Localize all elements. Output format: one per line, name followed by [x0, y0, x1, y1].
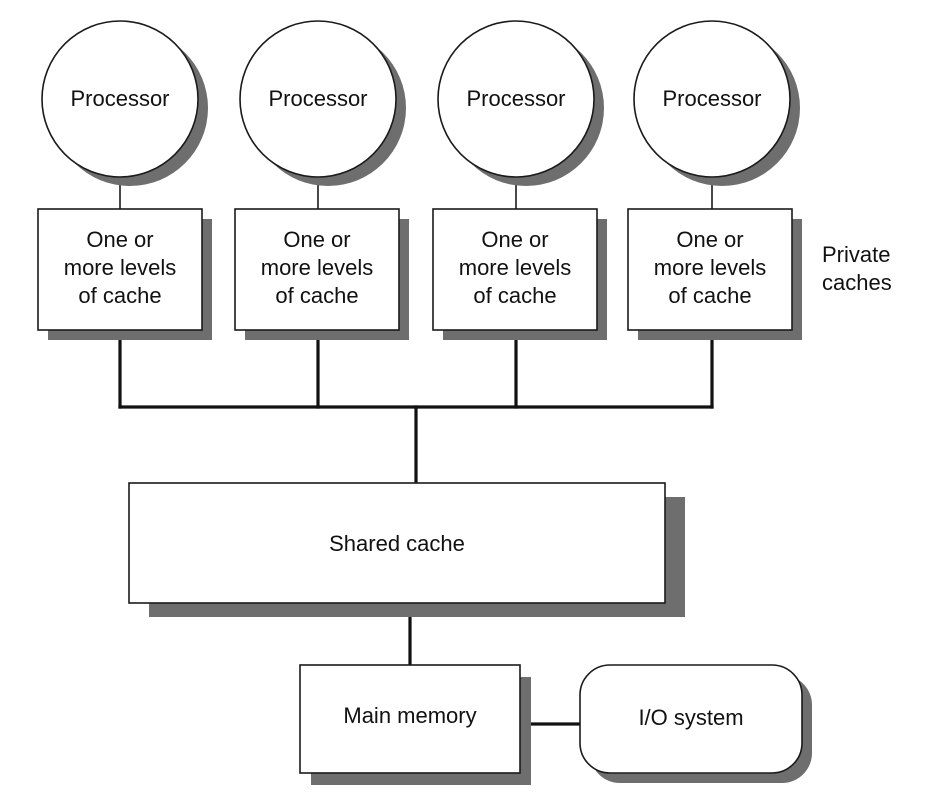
private-cache-4-line-2: more levels: [654, 255, 766, 280]
shared-cache: Shared cache: [128, 482, 685, 617]
main-memory-box: [299, 664, 521, 774]
private-cache-1-line-1: One or: [86, 227, 153, 252]
io-system-box: [579, 664, 803, 774]
interconnect-bus: [118, 328, 714, 485]
main-memory-label: Main memory: [343, 703, 476, 728]
shared-cache-label: Shared cache: [329, 531, 465, 556]
private-cache-3-line-3: of cache: [473, 283, 556, 308]
processor-4: Processor: [633, 20, 800, 186]
processor-2: Processor: [239, 20, 406, 186]
private-caches-label-line-2: caches: [822, 270, 892, 295]
private-cache-1-box: [37, 208, 203, 331]
private-caches-label: Private caches: [822, 242, 892, 295]
private-cache-3-box: [432, 208, 598, 331]
private-cache-3-line-1: One or: [481, 227, 548, 252]
private-cache-4-line-1: One or: [676, 227, 743, 252]
private-cache-3-line-2: more levels: [459, 255, 571, 280]
processor-3-circle: [437, 20, 595, 178]
private-cache-4-box: [627, 208, 793, 331]
processor-2-circle: [239, 20, 397, 178]
io-system-label: I/O system: [638, 705, 743, 730]
private-cache-2-box: [234, 208, 400, 331]
private-cache-1: One or more levels of cache: [37, 208, 212, 340]
processor-1-circle: [41, 20, 199, 178]
main-memory: Main memory: [299, 664, 531, 785]
private-caches-label-line-1: Private: [822, 242, 890, 267]
processor-3: Processor: [437, 20, 604, 186]
private-cache-2-line-1: One or: [283, 227, 350, 252]
private-cache-2-line-3: of cache: [275, 283, 358, 308]
processor-3-label: Processor: [466, 86, 565, 111]
private-cache-2: One or more levels of cache: [234, 208, 409, 340]
processor-2-label: Processor: [268, 86, 367, 111]
private-cache-4: One or more levels of cache: [627, 208, 802, 340]
processor-4-circle: [633, 20, 791, 178]
processor-4-label: Processor: [662, 86, 761, 111]
private-cache-1-line-2: more levels: [64, 255, 176, 280]
processor-cache-links: [119, 178, 713, 209]
private-cache-3: One or more levels of cache: [432, 208, 607, 340]
processor-1-label: Processor: [70, 86, 169, 111]
private-cache-1-line-3: of cache: [78, 283, 161, 308]
shared-cache-box: [128, 482, 666, 604]
private-cache-2-line-2: more levels: [261, 255, 373, 280]
io-system: I/O system: [579, 664, 812, 783]
processor-1: Processor: [41, 20, 208, 186]
private-cache-4-line-3: of cache: [668, 283, 751, 308]
